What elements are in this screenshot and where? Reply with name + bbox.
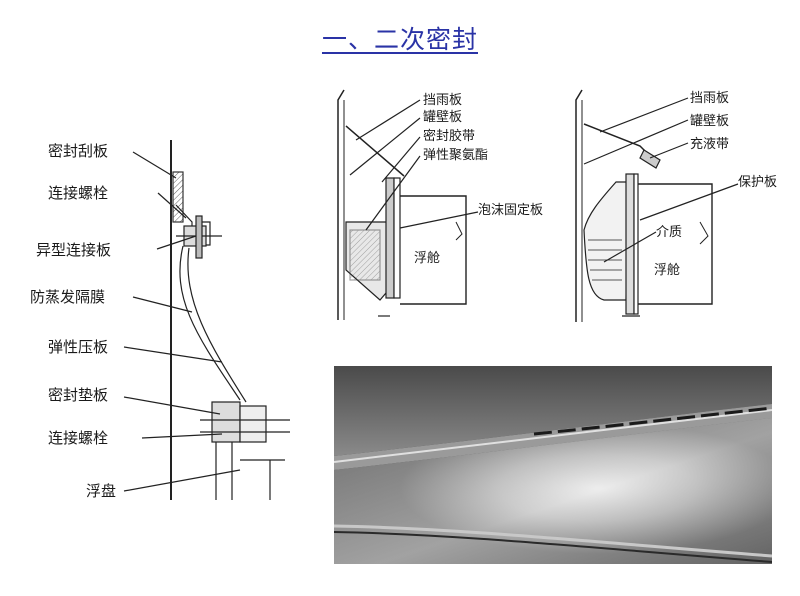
left-label-4: 防蒸发隔膜 [30,288,105,306]
leader-r-medium [603,231,657,263]
left-label-1: 密封刮板 [48,142,108,160]
membrane-outer [179,245,241,401]
right-label-1: 挡雨板 [690,91,729,106]
leader-float [123,469,241,492]
leader-m-wall [349,117,421,176]
leader-membrane [132,296,193,313]
leader-r-rain [599,97,689,133]
lower-bolt-block [239,405,267,443]
left-label-2: 连接螺栓 [48,184,108,202]
middle-break-mark [455,221,463,241]
middle-tank-wall-outer [337,89,345,320]
leader-r-protect [639,183,739,221]
photo-seal-segments [533,406,772,436]
right-label-3: 充液带 [690,136,729,152]
right-label-4: 保护板 [738,175,777,190]
leader-r-wall [583,119,689,165]
liquid-bag [583,181,629,301]
photo-wall [334,366,772,456]
protect-plate [625,173,635,315]
photo-glow [334,418,772,564]
upper-plate [195,215,203,259]
fill-tube [639,149,661,169]
right-label-2: 罐壁板 [690,114,729,129]
right-seal-diagram [575,89,739,322]
left-label-8: 浮盘 [86,482,116,500]
photo-rim [334,524,772,558]
leader-bolt-1 [157,192,187,219]
left-label-6: 密封垫板 [48,386,108,404]
leader-r-fill [649,142,689,159]
leader-adapter [156,235,197,250]
right-tank-wall-outer [575,89,583,322]
leader-m-plate [399,211,479,229]
left-seal-diagram [123,140,290,500]
leader-scraper [132,151,177,179]
middle-label-1: 挡雨板 [423,93,462,108]
left-label-5: 弹性压板 [48,338,108,356]
fixing-plate-2 [393,177,401,299]
right-pontoon [638,183,713,305]
photo-seal-highlight [334,409,772,463]
seal-photo-art [334,366,772,564]
seal-photo [334,366,772,564]
right-label-6: 浮舱 [654,263,680,278]
middle-seal-diagram [337,89,479,320]
membrane-inner [187,247,247,403]
middle-rain-shield [345,125,405,177]
foam-texture [349,229,381,281]
leader-press-plate [123,346,223,363]
middle-label-3: 密封胶带 [423,128,475,144]
right-break-mark [699,221,709,245]
leader-bolt-2 [141,433,223,439]
seal-scraper [172,171,184,223]
leader-m-foam [365,155,421,231]
middle-label-6: 浮舱 [414,251,440,266]
leader-m-tape [381,136,421,183]
page-title: 一、二次密封 [321,25,478,54]
lower-seal-block [211,401,241,443]
leader-m-rain [355,99,421,141]
middle-label-4: 弹性聚氨酯 [423,148,488,163]
middle-label-2: 罐壁板 [423,110,462,125]
middle-label-5: 泡沫固定板 [478,203,543,218]
left-label-7: 连接螺栓 [48,429,108,447]
photo-rim-shadow [334,531,772,563]
fixing-plate [385,177,395,299]
leader-gasket [123,396,221,415]
left-label-3: 异型连接板 [36,241,111,259]
right-label-5: 介质 [656,225,682,240]
middle-pontoon [400,195,467,305]
